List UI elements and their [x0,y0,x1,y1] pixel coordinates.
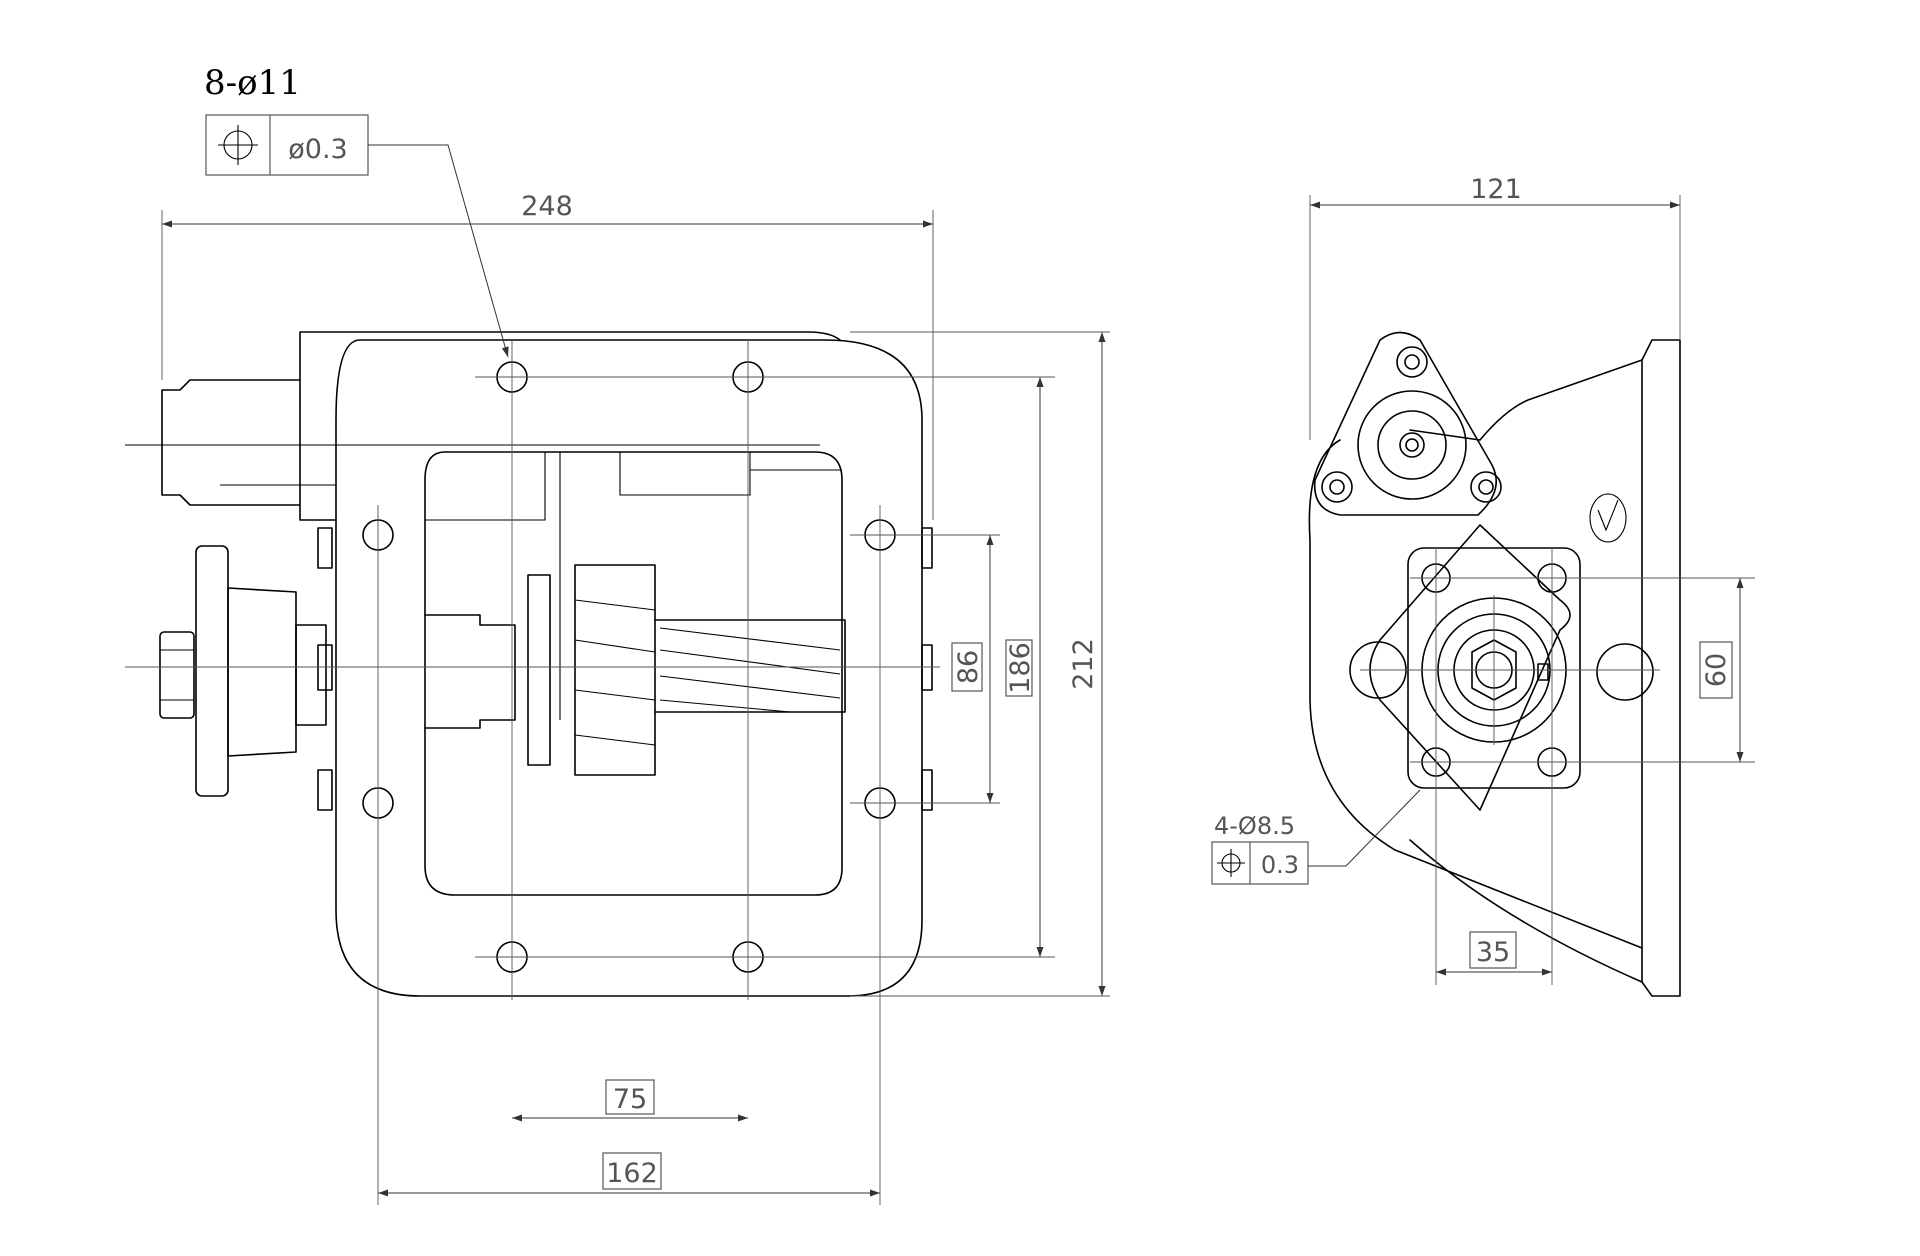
holes-label-right: 4-Ø8.5 [1214,812,1295,840]
dim-overall-height: 212 [1068,638,1099,690]
dim-hole-pitch-vertical: 186 [1005,642,1036,694]
dim-flange-height: 60 [1701,653,1732,687]
front-view-dimensions: 248 212 186 86 75 162 [162,191,1106,1197]
dim-side-width: 121 [1470,174,1522,205]
side-housing [1641,339,1681,997]
side-view [1308,195,1755,997]
housing-outline [335,339,923,997]
brand-logo [1589,493,1627,543]
tolerance-left: ø0.3 [288,134,347,165]
dim-hole-spacing-small: 75 [613,1084,647,1115]
front-view [125,210,1110,1205]
hole-callout-left: 8-ø11 ø0.3 [204,63,509,358]
crosshair-circle-icon [218,125,258,165]
output-pad [1407,547,1581,789]
crosshair-circle-icon [1217,849,1245,877]
side-view-dimensions: 121 60 35 [1310,174,1744,976]
tolerance-right: 0.3 [1261,851,1299,879]
gear [574,564,656,776]
dim-hole-spacing-wide: 162 [606,1158,658,1189]
output-shaft [424,614,516,729]
dim-shaft-center-height: 86 [953,650,984,684]
dim-overall-width: 248 [521,191,573,222]
hole-callout-right: 4-Ø8.5 0.3 [1211,789,1421,885]
dim-flange-width: 35 [1476,937,1510,968]
holes-label-left: 8-ø11 [204,63,301,103]
housing-window [424,451,843,896]
top-flange [1313,331,1497,516]
